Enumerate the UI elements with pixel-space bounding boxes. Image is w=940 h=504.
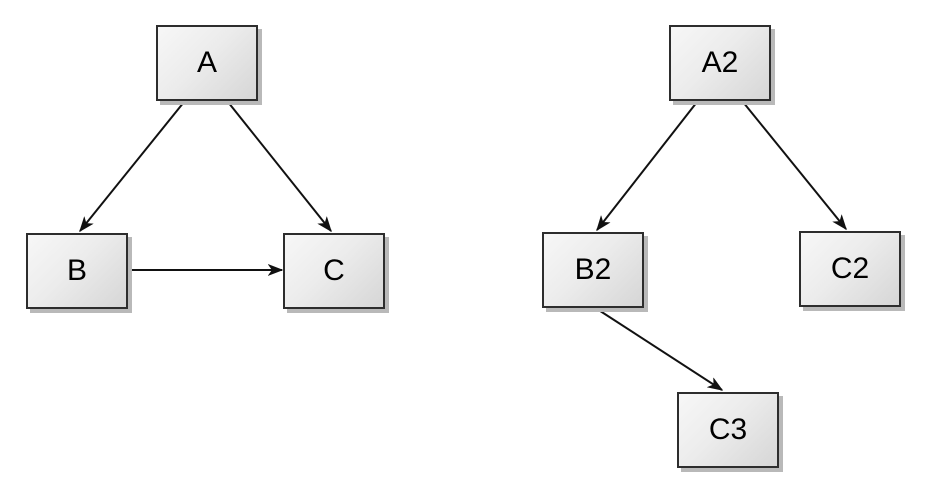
node-c2-label: C2 — [830, 252, 870, 285]
edge-a-c — [227, 101, 331, 231]
node-b[interactable]: B — [26, 233, 128, 309]
node-c-label: C — [323, 254, 345, 287]
node-c3[interactable]: C3 — [677, 392, 779, 468]
edge-a2-b2 — [597, 101, 698, 230]
node-a2-label: A2 — [701, 46, 739, 79]
node-a[interactable]: A — [156, 25, 258, 101]
node-c3-label: C3 — [708, 413, 748, 446]
node-b2-label: B2 — [574, 253, 612, 286]
node-a2[interactable]: A2 — [669, 25, 771, 101]
node-b-label: B — [66, 254, 87, 287]
node-a-label: A — [196, 46, 217, 79]
edge-b2-c3 — [593, 306, 722, 391]
node-b2[interactable]: B2 — [542, 232, 644, 308]
edge-a-b — [80, 101, 185, 231]
node-c2[interactable]: C2 — [799, 231, 901, 307]
node-c[interactable]: C — [283, 233, 385, 309]
edge-a2-c2 — [742, 101, 846, 229]
